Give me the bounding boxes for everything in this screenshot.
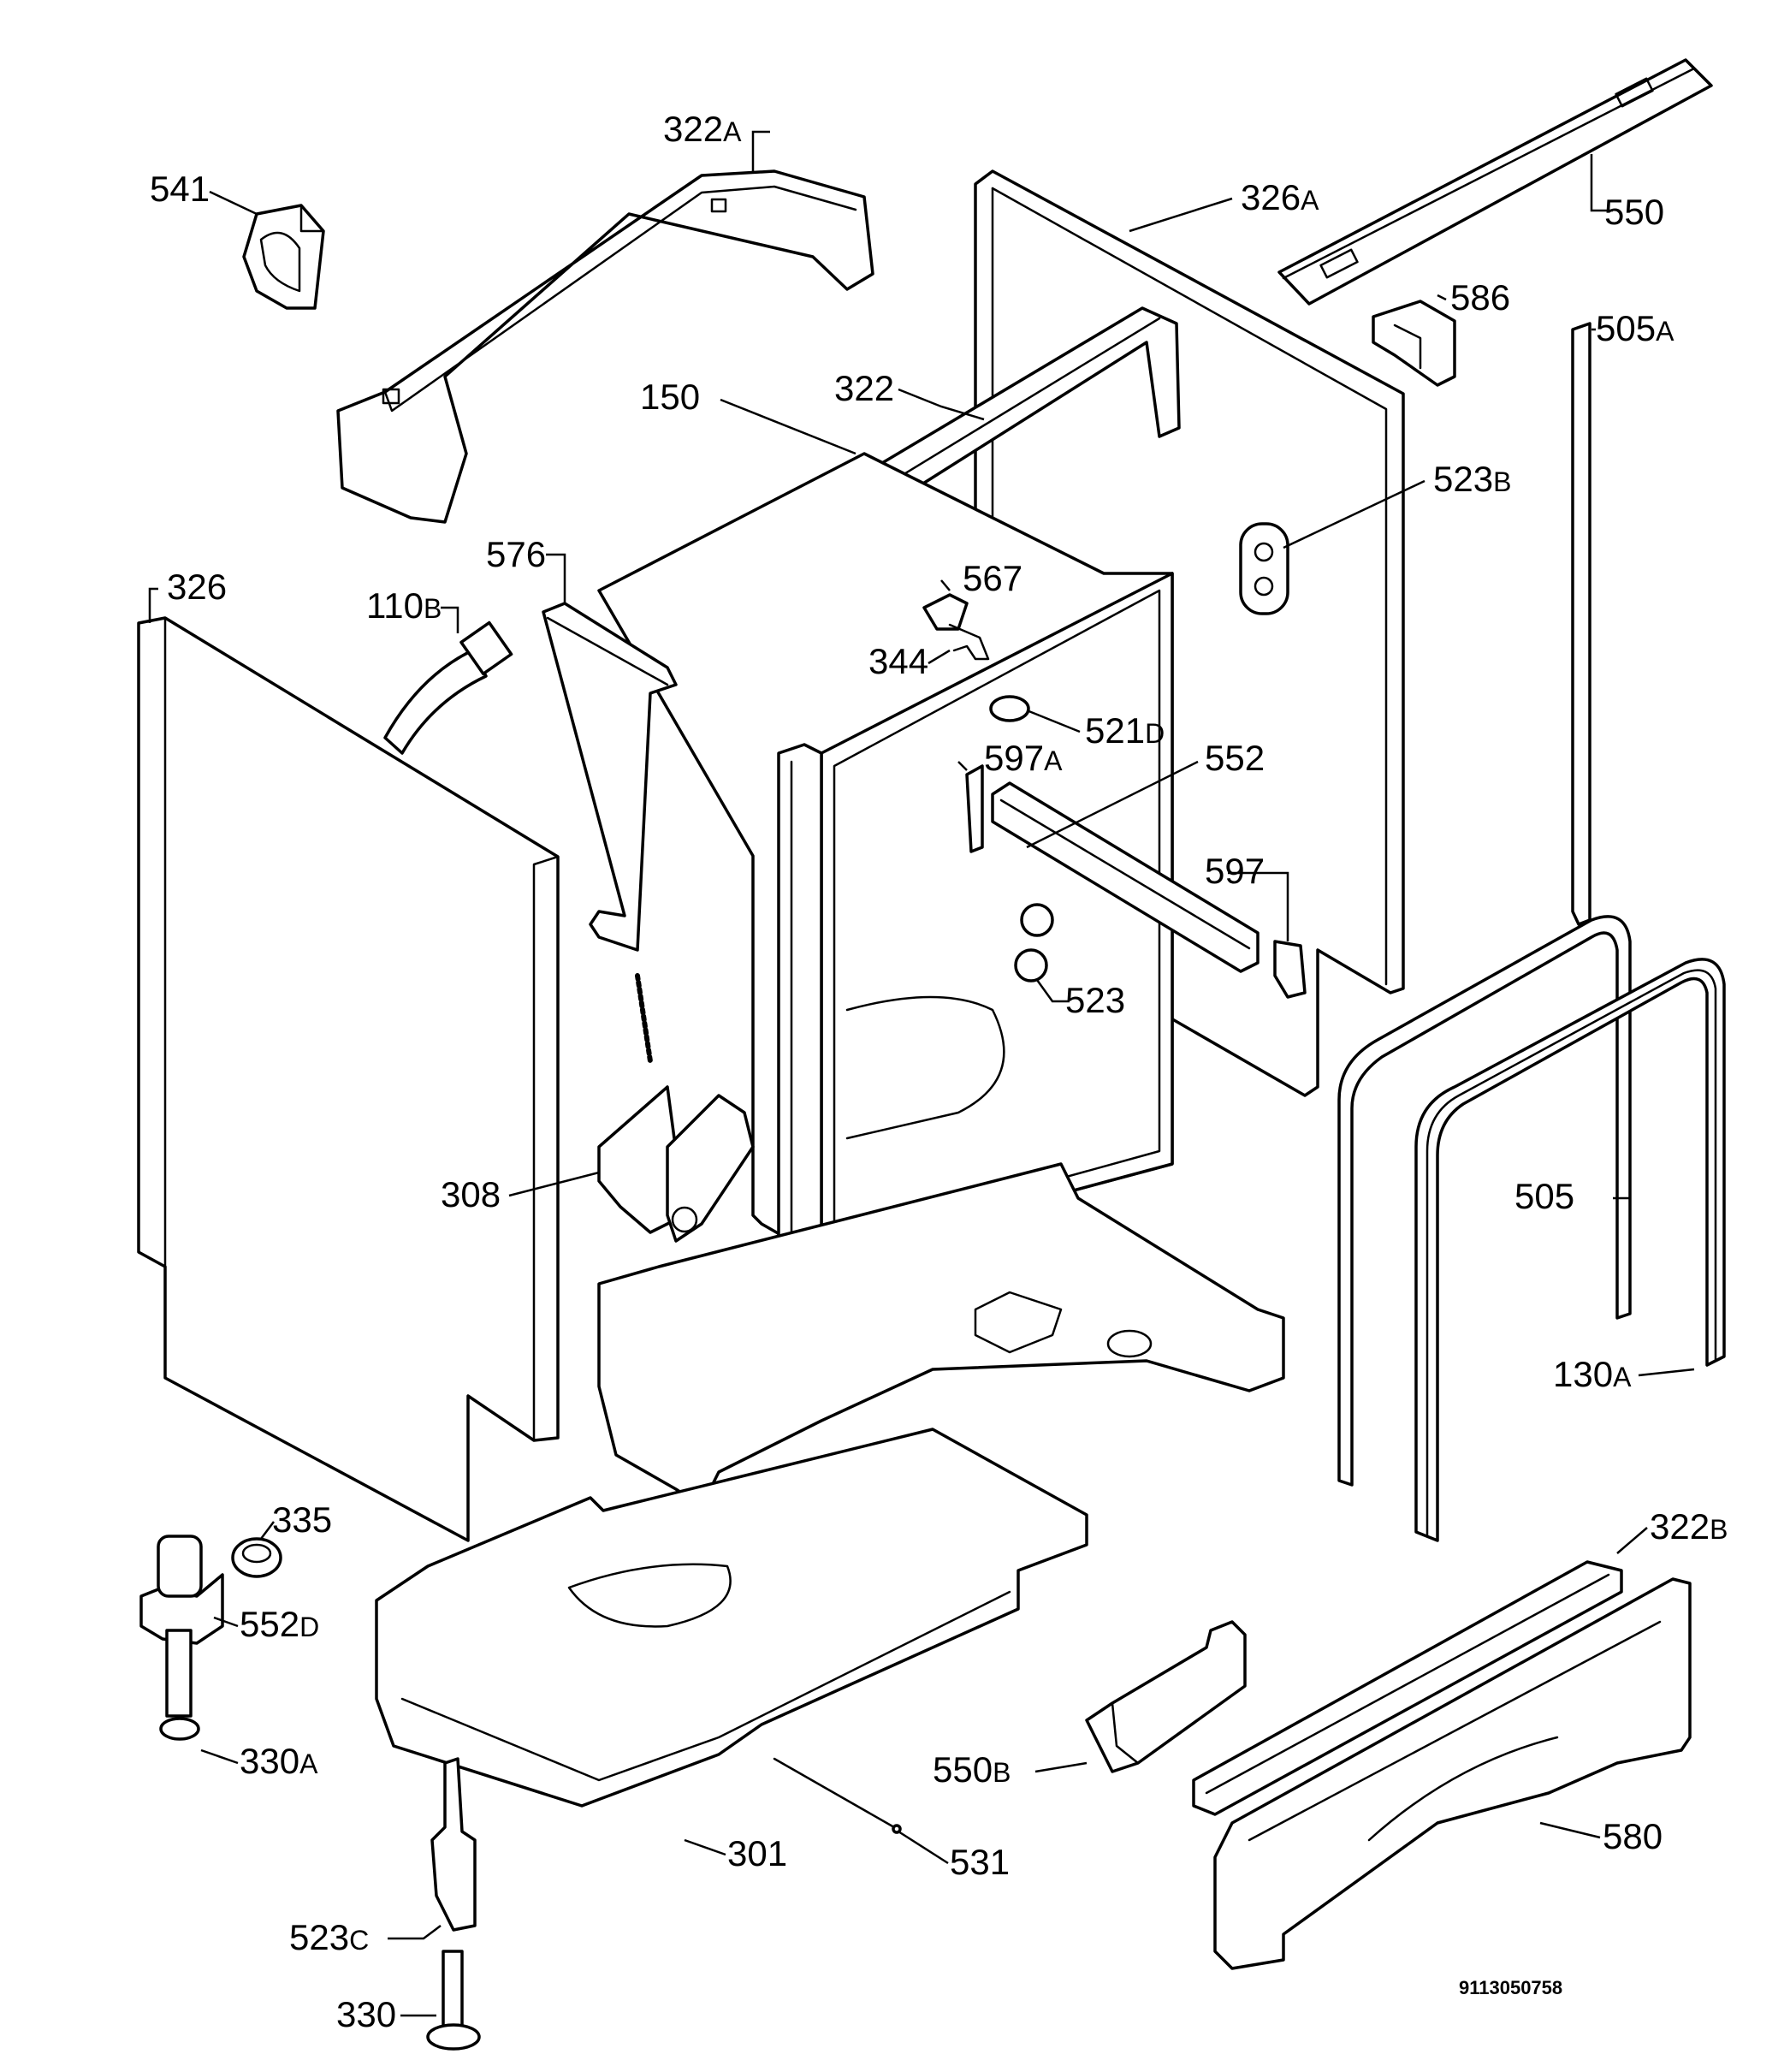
label-597a: 597A (984, 738, 1063, 778)
part-580-plinth (1213, 1577, 1692, 1970)
label-576: 576 (486, 534, 546, 574)
part-301-base-tray (375, 1428, 1088, 1808)
part-523b-grommet (1239, 522, 1289, 615)
label-110b: 110B (366, 585, 442, 626)
label-301: 301 (727, 1833, 787, 1873)
part-552d-valve (139, 1535, 224, 1645)
part-322a-rail (336, 169, 874, 524)
part-531-rod (773, 1757, 902, 1834)
label-130a: 130A (1553, 1354, 1632, 1394)
label-335: 335 (272, 1499, 332, 1540)
label-150: 150 (640, 377, 700, 417)
label-567: 567 (963, 558, 1022, 598)
label-580: 580 (1603, 1816, 1663, 1856)
label-505: 505 (1514, 1176, 1574, 1216)
part-523c-bracket (430, 1757, 477, 1932)
part-130a-u-seal (1414, 958, 1726, 1542)
label-326a: 326A (1241, 177, 1319, 217)
part-326-side-panel (137, 616, 560, 1542)
part-110b-hose (383, 620, 513, 755)
label-322: 322 (834, 368, 894, 408)
part-322b-rail (1192, 1560, 1623, 1816)
part-505a-vertical-seal (1571, 322, 1591, 926)
label-330a: 330A (240, 1741, 318, 1781)
part-550-top-strip (1277, 58, 1713, 306)
part-597a-clip (965, 764, 984, 853)
diagram-reference-code: 9113050758 (1459, 1977, 1562, 1998)
part-150-tub (597, 452, 1174, 1260)
leader-lines (148, 130, 1695, 2017)
label-550: 550 (1604, 192, 1664, 232)
part-505-u-seal (1337, 915, 1632, 1487)
label-521d: 521D (1085, 710, 1165, 751)
part-521d-plug (989, 695, 1030, 722)
part-335-nut (231, 1537, 282, 1578)
part-base-frame (597, 1162, 1285, 1508)
part-308-hinge (597, 973, 755, 1243)
part-330-screw (426, 1950, 481, 2051)
part-330a-screw (159, 1629, 200, 1741)
label-322b: 322B (1650, 1506, 1728, 1547)
label-322a: 322A (663, 109, 742, 149)
label-344: 344 (868, 641, 928, 681)
part-labels: 322A 541 326A 550 586 505A 150 322 523B … (150, 109, 1728, 2034)
label-552d: 552D (240, 1604, 319, 1644)
label-541: 541 (150, 169, 210, 209)
part-550b-bracket (1085, 1620, 1247, 1773)
label-586: 586 (1450, 277, 1510, 318)
part-344-spring-clip (948, 623, 990, 661)
part-523-grommet (1014, 903, 1054, 983)
part-541-clip (242, 204, 325, 310)
label-550b: 550B (933, 1749, 1011, 1790)
label-505a: 505A (1596, 308, 1674, 348)
label-523: 523 (1065, 980, 1125, 1020)
label-330: 330 (336, 1994, 396, 2034)
label-523c: 523C (289, 1917, 369, 1957)
label-326: 326 (167, 567, 227, 607)
label-552: 552 (1205, 738, 1265, 778)
label-523b: 523B (1433, 459, 1511, 499)
label-308: 308 (441, 1174, 501, 1214)
label-597: 597 (1205, 851, 1265, 891)
part-576-plate (542, 602, 678, 952)
label-531: 531 (950, 1842, 1010, 1882)
part-586-bracket (1372, 300, 1456, 387)
part-597-clip (1273, 940, 1307, 999)
part-567-clip (922, 593, 969, 631)
